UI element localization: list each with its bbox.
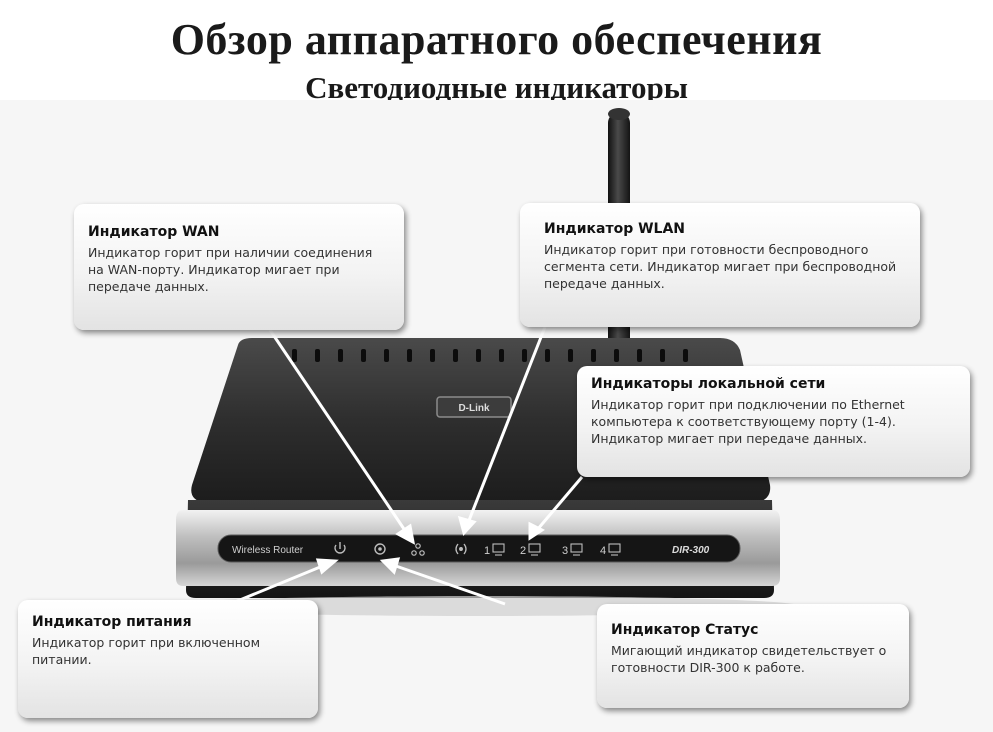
- callout-wan-text: Индикатор горит при наличии соединения н…: [88, 245, 373, 294]
- monitor-icon: [570, 543, 583, 553]
- svg-text:3: 3: [562, 545, 568, 557]
- wlan-pointer: [466, 326, 547, 524]
- callout-wlan-heading: Индикатор WLAN: [544, 221, 685, 237]
- callout-power-heading: Индикатор питания: [32, 614, 192, 630]
- wan-pointer: [268, 329, 408, 533]
- arrow-head-icon: [395, 523, 416, 545]
- callout-wan: Индикатор WAN Индикатор горит при наличи…: [74, 204, 404, 330]
- pointer-arrows: [234, 326, 584, 606]
- callout-lan: Индикаторы локальной сети Индикатор гори…: [577, 366, 970, 477]
- callout-lan-heading: Индикаторы локальной сети: [591, 376, 826, 392]
- callout-wlan: Индикатор WLAN Индикатор горит при готов…: [520, 203, 920, 327]
- brand-label: D-Link: [458, 403, 490, 414]
- svg-text:1: 1: [484, 545, 490, 557]
- callout-status: Индикатор Статус Мигающий индикатор свид…: [597, 604, 909, 708]
- wan-led-icon: [411, 543, 425, 556]
- product-label: Wireless Router: [232, 545, 304, 556]
- monitor-icon: [608, 543, 621, 553]
- lan-led-4: 4: [600, 543, 621, 557]
- callout-wan-heading: Индикатор WAN: [88, 224, 220, 240]
- power-led-icon: [334, 542, 346, 554]
- arrow-head-icon: [457, 515, 477, 537]
- callout-power: Индикатор питания Индикатор горит при вк…: [18, 600, 318, 718]
- monitor-icon: [528, 543, 541, 553]
- wlan-led-icon: [455, 543, 467, 555]
- lan-led-1: 1: [484, 543, 505, 557]
- power-pointer: [234, 563, 326, 604]
- page-title: Обзор аппаратного обеспечения: [170, 15, 823, 64]
- lan-led-3: 3: [562, 543, 583, 557]
- callout-status-text: Мигающий индикатор свидетельствует о гот…: [611, 643, 887, 675]
- lan-pointer: [535, 476, 584, 531]
- status-pointer: [392, 563, 506, 606]
- status-led-icon: [374, 543, 386, 555]
- callout-power-text: Индикатор горит при включенном питании.: [32, 635, 260, 667]
- callout-wlan-text: Индикатор горит при готовности беспровод…: [544, 242, 897, 291]
- arrow-head-icon: [379, 557, 401, 575]
- model-label: DIR-300: [672, 545, 710, 556]
- page-subtitle: Светодиодные индикаторы: [305, 70, 688, 105]
- brand-badge: D-Link: [436, 396, 512, 418]
- arrow-head-icon: [315, 558, 339, 575]
- svg-text:2: 2: [520, 545, 526, 557]
- callout-lan-text: Индикатор горит при подключении по Ether…: [591, 397, 905, 446]
- arrow-head-icon: [528, 521, 545, 541]
- front-panel: Wireless Router DIR-300 1: [176, 510, 780, 586]
- svg-text:4: 4: [600, 545, 606, 557]
- monitor-icon: [492, 543, 505, 553]
- callout-status-heading: Индикатор Статус: [611, 622, 759, 638]
- lan-led-2: 2: [520, 543, 541, 557]
